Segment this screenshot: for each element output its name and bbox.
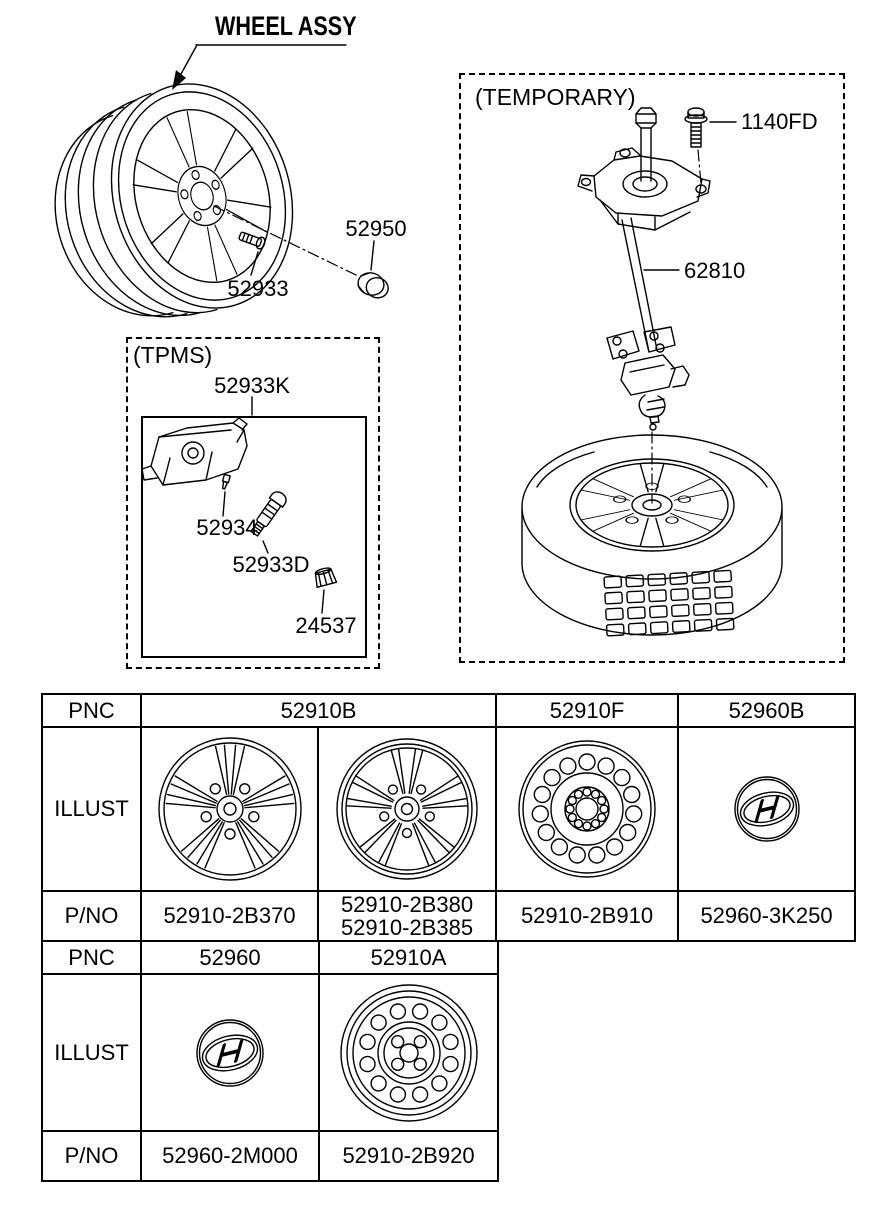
- wheel-assy-pointer: [172, 44, 347, 90]
- tpms-box: [126, 337, 380, 669]
- carrier-rod-illustration: [621, 217, 658, 353]
- wheel-assy-title: WHEEL ASSY: [215, 11, 357, 41]
- tpms-screw-illustration: [221, 473, 231, 490]
- part-label-24537: 24537: [295, 613, 357, 638]
- tpms-kit-box: [141, 416, 367, 658]
- pnc-value-cell: 52910F: [495, 693, 679, 728]
- illust-row-header: ILLUST: [41, 973, 142, 1132]
- part-label-52934: 52934: [196, 515, 258, 540]
- pnc-value-cell: 52960: [140, 940, 320, 975]
- pno-value-cell: 52960-3K250: [677, 890, 856, 942]
- tpms-valve-illustration: [250, 491, 287, 537]
- wheel-nut-illustration: [357, 272, 389, 299]
- steel-spare-wheel-icon: [339, 983, 478, 1122]
- part-label-52950: 52950: [345, 216, 407, 241]
- pnc-value-cell: 52910A: [318, 940, 499, 975]
- part-label-52933d: 52933D: [232, 552, 310, 577]
- temporary-box-title: (TEMPORARY): [475, 84, 636, 110]
- part-label-52933: 52933: [227, 276, 289, 301]
- hyundai-center-cap-icon: [733, 776, 800, 842]
- pno-value-cell: 52910-2B380 52910-2B385: [317, 890, 497, 942]
- pno-value-cell: 52910-2B370: [140, 890, 319, 942]
- tpms-screw-leader-line: [222, 491, 226, 517]
- pnc-row-header: PNC: [41, 693, 142, 728]
- pnc-value-cell: 52960B: [677, 693, 856, 728]
- pno-row-header: P/NO: [41, 890, 142, 942]
- tire-tread-pattern: [603, 569, 735, 637]
- bolt-centerline: [697, 149, 702, 185]
- illust-cell: [677, 726, 856, 892]
- pno-line: 52910-2B380: [340, 891, 474, 917]
- pno-value-cell: 52960-2M000: [140, 1130, 320, 1182]
- illust-cell: [140, 726, 319, 892]
- part-label-52933k: 52933K: [214, 373, 290, 398]
- parts-table-lower: PNC 52960 52910A ILLUST: [41, 940, 499, 1182]
- illust-cell: [318, 973, 499, 1132]
- illust-cell: [495, 726, 679, 892]
- nut-leader-line: [370, 240, 375, 271]
- temporary-box: [459, 73, 845, 663]
- part-label-62810: 62810: [684, 258, 746, 283]
- alloy-wheel-split-spoke-icon: [336, 738, 478, 880]
- alloy-wheel-5-spoke-icon: [157, 737, 302, 881]
- pno-value-cell: 52910-2B920: [318, 1130, 499, 1182]
- illust-cell: [317, 726, 497, 892]
- bolt-1140fd-illustration: [684, 107, 708, 148]
- spare-tire-illustration: [521, 434, 783, 637]
- parts-table-area: PNC 52910B 52910F 52960B ILLUST: [41, 693, 856, 1182]
- pnc-value-cell: 52910B: [140, 693, 497, 728]
- illust-cell: [140, 973, 320, 1132]
- hyundai-center-cap-icon: [196, 1018, 264, 1087]
- carrier-hook-illustration: [606, 326, 690, 431]
- pnc-row-header: PNC: [41, 940, 142, 975]
- valve-cap-illustration: [314, 567, 338, 589]
- part-label-1140fd: 1140FD: [741, 109, 818, 134]
- illust-row-header: ILLUST: [41, 726, 142, 892]
- tpms-box-title: (TPMS): [133, 342, 213, 368]
- pno-value-cell: 52910-2B910: [495, 890, 679, 942]
- tpms-sensor-illustration: [141, 417, 248, 486]
- wheel-assy-illustration: [54, 83, 294, 318]
- carrier-bracket-illustration: [577, 147, 711, 231]
- valve-cap-leader-line: [321, 589, 325, 614]
- pno-line: 52910-2B385: [340, 915, 474, 940]
- pno-row-header: P/NO: [41, 1130, 142, 1182]
- tpms-valve-leader-line: [262, 540, 269, 554]
- valve-stem-illustration: [238, 231, 266, 250]
- steel-wheel-icon: [518, 740, 656, 878]
- parts-table-upper: PNC 52910B 52910F 52960B ILLUST: [41, 693, 856, 942]
- valve-leader-line: [250, 251, 259, 276]
- hub-to-nut-centerline: [213, 205, 359, 277]
